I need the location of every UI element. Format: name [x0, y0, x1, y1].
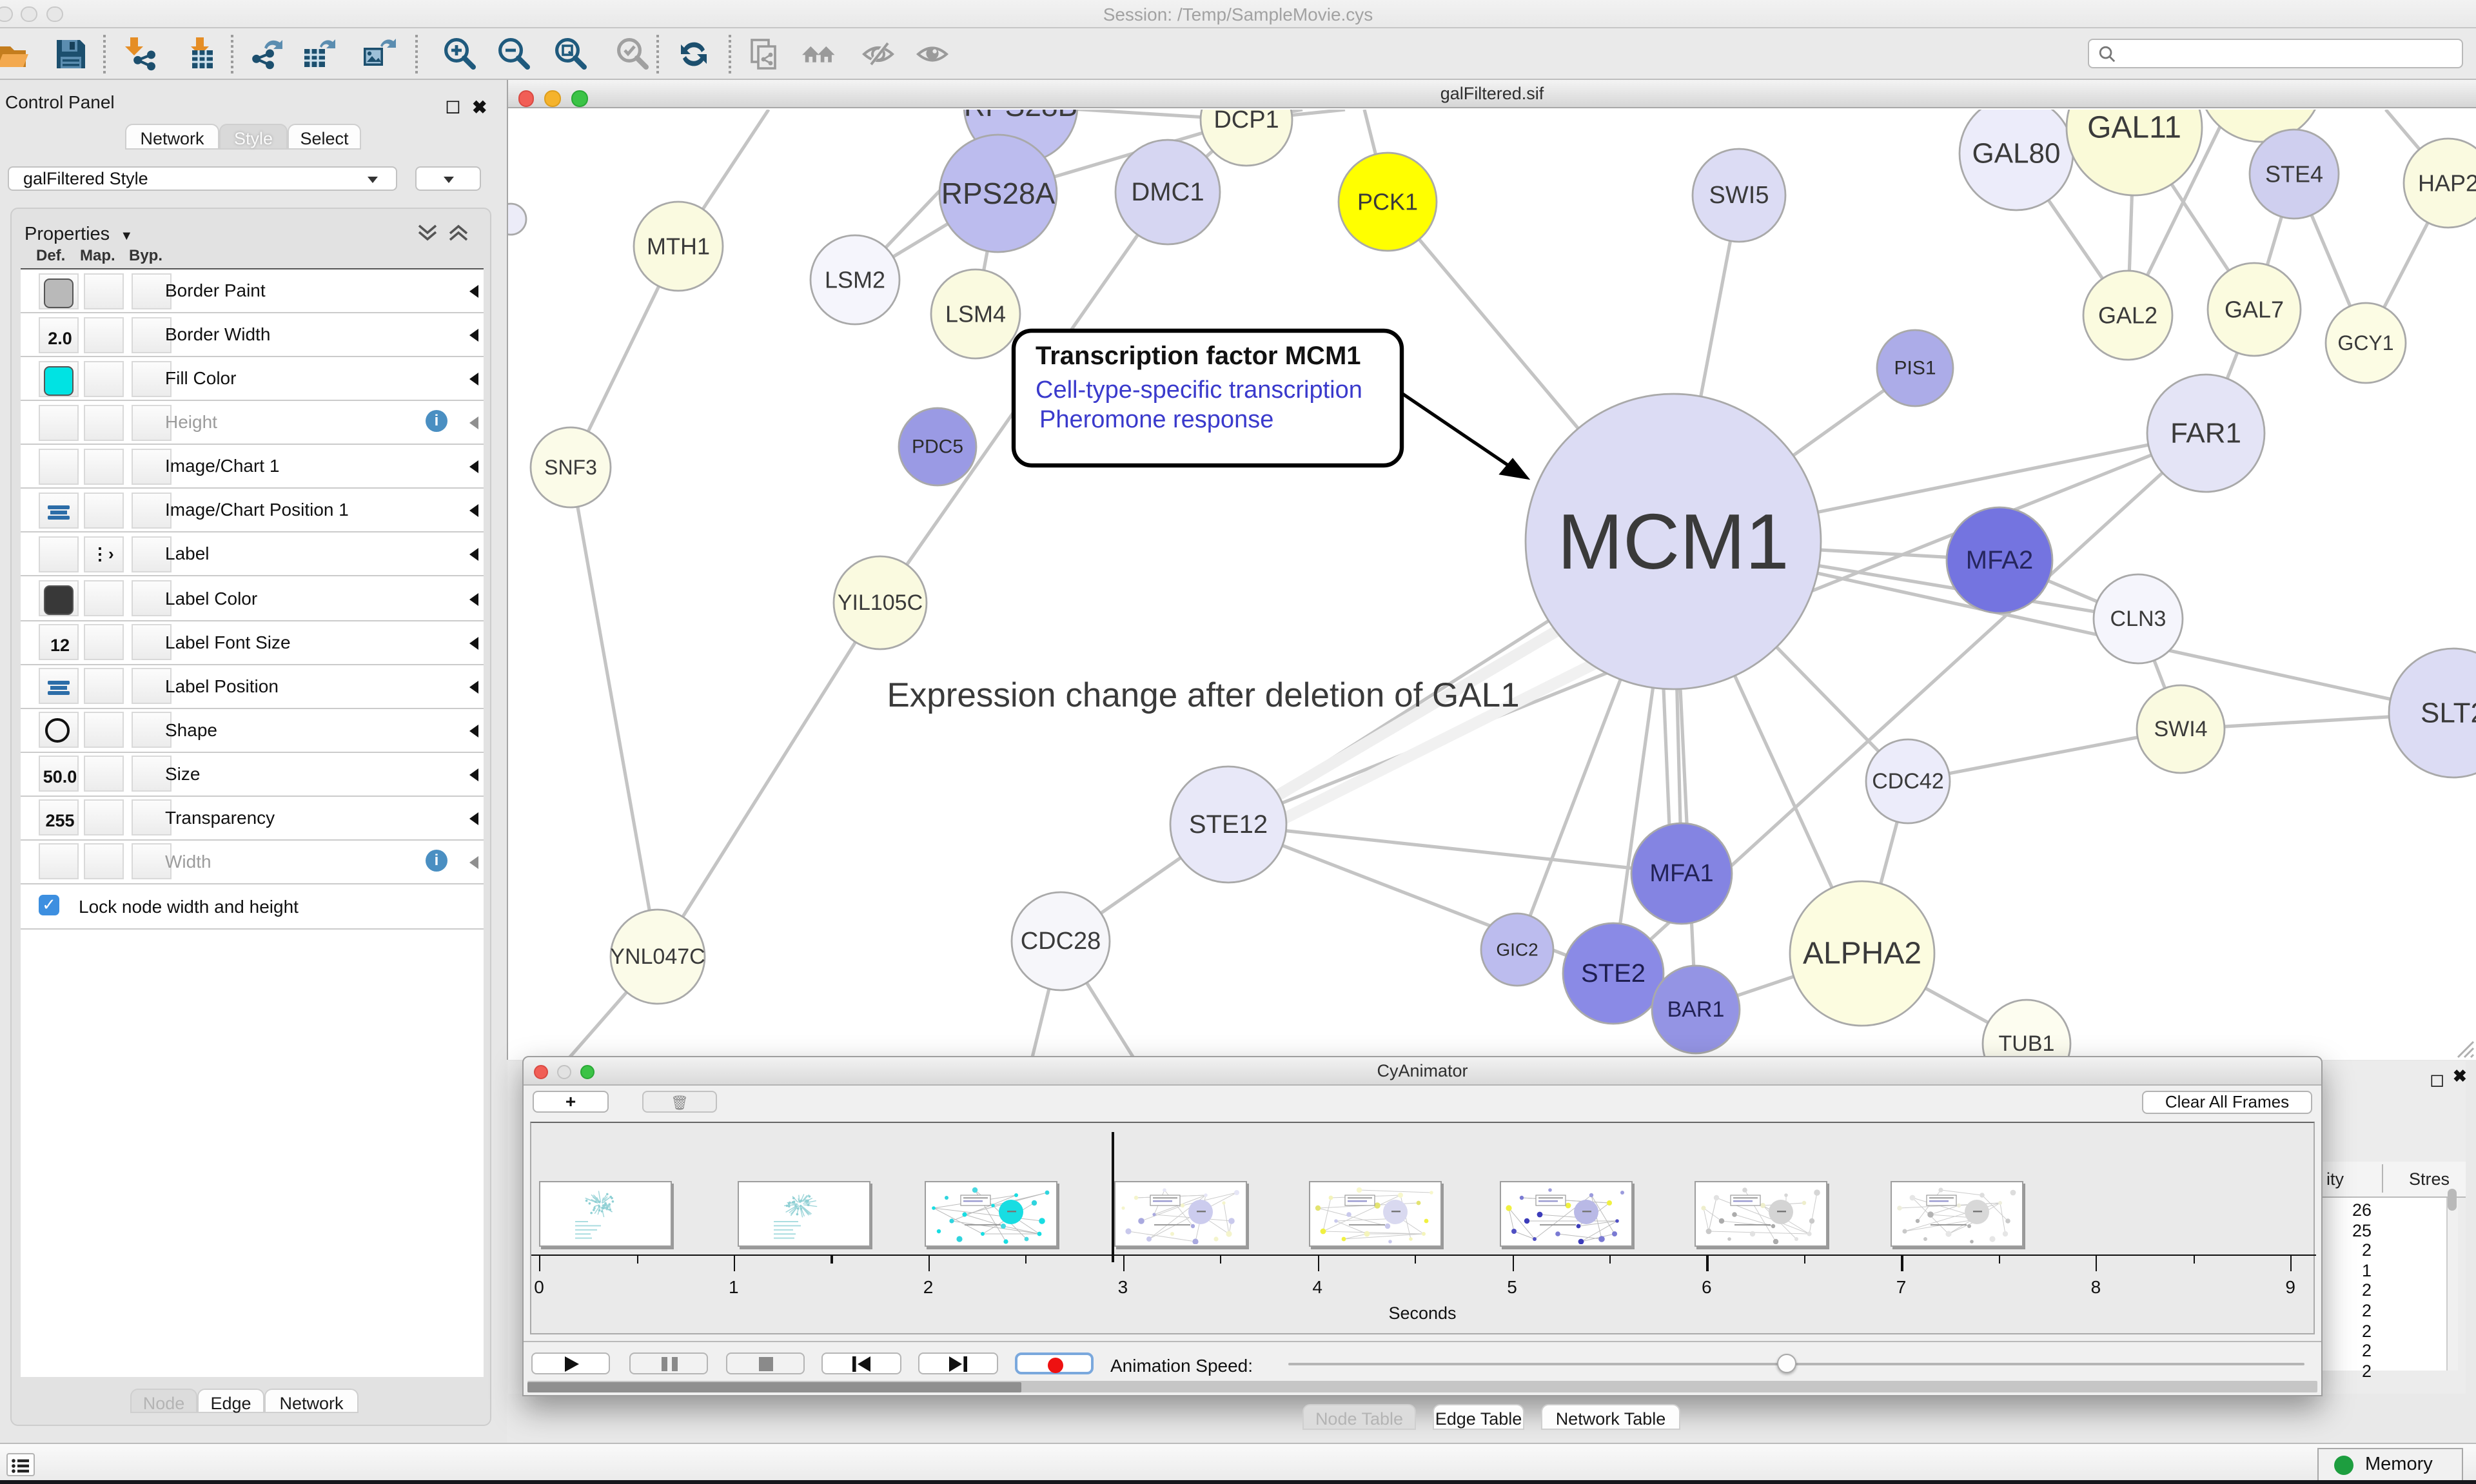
svg-text:CDC42: CDC42	[1872, 769, 1943, 794]
svg-text:LSM2: LSM2	[825, 267, 885, 293]
svg-text:DMC1: DMC1	[1131, 178, 1204, 206]
svg-text:RPS28A: RPS28A	[941, 177, 1056, 210]
svg-text:TUB1: TUB1	[1999, 1031, 2055, 1056]
svg-text:YIL105C: YIL105C	[838, 591, 923, 615]
svg-text:GAL80: GAL80	[1972, 138, 2061, 170]
svg-text:MFA1: MFA1	[1649, 860, 1713, 887]
svg-text:STE4: STE4	[2265, 161, 2323, 188]
svg-text:SNF3: SNF3	[544, 456, 597, 479]
svg-text:GIC2: GIC2	[1496, 940, 1538, 960]
svg-text:STE2: STE2	[1581, 959, 1646, 988]
svg-text:MCM1: MCM1	[1557, 498, 1789, 585]
svg-text:YNL047C: YNL047C	[610, 944, 705, 969]
svg-text:HAP2: HAP2	[2418, 170, 2476, 197]
svg-text:CLN3: CLN3	[2110, 607, 2166, 631]
svg-text:MTH1: MTH1	[647, 233, 710, 260]
svg-text:CDC28: CDC28	[1021, 928, 1101, 955]
svg-text:ALPHA2: ALPHA2	[1803, 937, 1921, 971]
svg-text:Pheromone response: Pheromone response	[1039, 406, 1273, 433]
svg-text:PIS1: PIS1	[1894, 358, 1936, 379]
svg-text:PDC5: PDC5	[912, 436, 963, 458]
svg-text:Cell-type-specific transcripti: Cell-type-specific transcription	[1036, 376, 1362, 404]
svg-text:GAL2: GAL2	[2098, 302, 2157, 329]
svg-text:GAL11: GAL11	[2087, 111, 2181, 145]
svg-text:STE12: STE12	[1189, 810, 1268, 839]
svg-text:SLT2: SLT2	[2421, 698, 2476, 729]
svg-text:BAR1: BAR1	[1667, 997, 1725, 1022]
svg-text:SWI5: SWI5	[1709, 182, 1769, 209]
svg-text:PCK1: PCK1	[1357, 189, 1418, 215]
svg-text:DCP1: DCP1	[1213, 110, 1279, 133]
svg-text:GCY1: GCY1	[2337, 331, 2393, 355]
svg-text:Expression change after deleti: Expression change after deletion of GAL1	[887, 676, 1519, 714]
svg-text:MFA2: MFA2	[1966, 546, 2033, 574]
svg-text:RPS28B: RPS28B	[964, 110, 1077, 122]
svg-text:LSM4: LSM4	[945, 301, 1006, 327]
svg-text:Transcription factor MCM1: Transcription factor MCM1	[1036, 342, 1361, 370]
svg-text:SWI4: SWI4	[2154, 717, 2207, 741]
svg-text:FAR1: FAR1	[2170, 418, 2241, 449]
svg-text:GAL7: GAL7	[2225, 297, 2284, 323]
